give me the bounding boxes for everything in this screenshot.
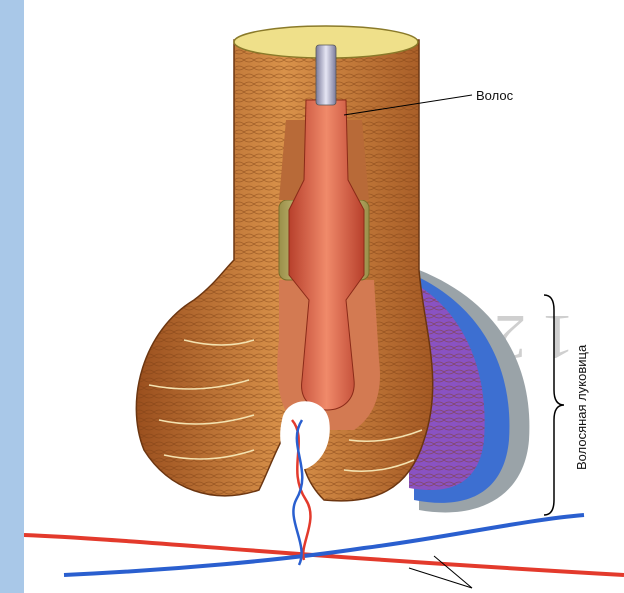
vessel-leader-line-1 <box>434 556 472 588</box>
bulb-label: Волосяная луковица <box>574 344 589 470</box>
hair-follicle-diagram: Волос Волосяная луковица <box>24 0 624 593</box>
left-edge-mark <box>0 424 6 440</box>
curly-brace-icon <box>544 295 564 515</box>
vessel-leader-line-2 <box>409 568 472 588</box>
hair-label: Волос <box>476 88 514 103</box>
diagram-panel: 1 2 <box>24 0 624 593</box>
